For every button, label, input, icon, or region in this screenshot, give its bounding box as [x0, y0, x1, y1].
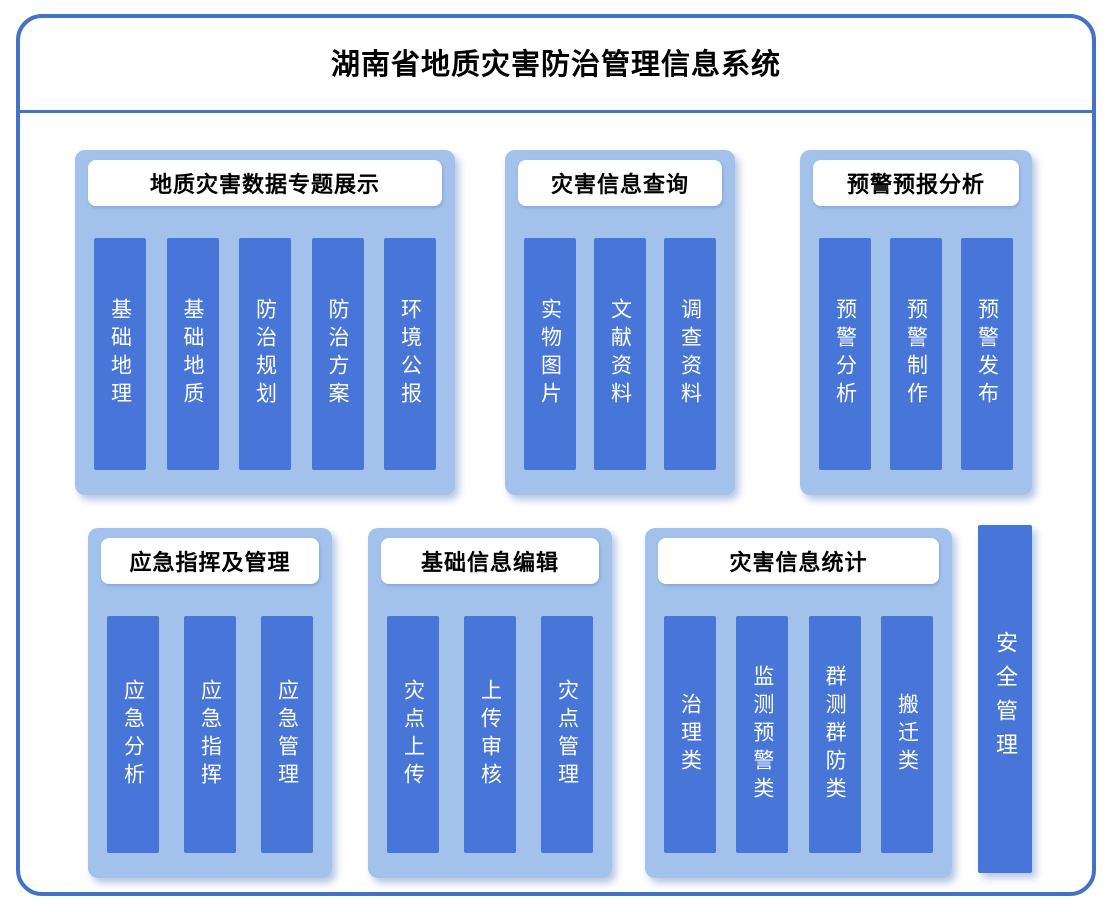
- group-data-thematic-display: 地质灾害数据专题展示 基础地理 基础地质 防治规划 防治方案 环境公报: [75, 150, 455, 495]
- module-item-label: 防治规划: [253, 298, 277, 410]
- module-item-label: 预警制作: [904, 298, 928, 410]
- group-bars: 实物图片 文献资料 调查资料: [524, 238, 716, 470]
- group-emergency-command-management: 应急指挥及管理 应急分析 应急指挥 应急管理: [88, 528, 332, 878]
- module-item: 环境公报: [384, 238, 436, 470]
- module-item: 治理类: [664, 616, 716, 853]
- module-item: 灾点上传: [387, 616, 439, 853]
- module-item-label: 调查资料: [678, 298, 702, 410]
- system-frame: [16, 14, 1096, 896]
- module-item: 监测预警类: [736, 616, 789, 853]
- module-item-label: 实物图片: [538, 298, 562, 410]
- module-item-label: 应急分析: [121, 678, 145, 791]
- group-title: 基础信息编辑: [381, 538, 599, 584]
- group-disaster-info-query: 灾害信息查询 实物图片 文献资料 调查资料: [505, 150, 735, 495]
- module-security-management: 安全管理: [978, 525, 1032, 873]
- group-title: 灾害信息统计: [658, 538, 939, 584]
- module-item: 群测群防类: [808, 616, 861, 853]
- module-item-label: 预警分析: [833, 298, 857, 410]
- diagram-header: 湖南省地质灾害防治管理信息系统: [16, 14, 1096, 113]
- module-item-label: 文献资料: [608, 298, 632, 410]
- module-item: 实物图片: [524, 238, 576, 470]
- group-bars: 预警分析 预警制作 预警发布: [819, 238, 1013, 470]
- module-item: 搬迁类: [880, 616, 933, 853]
- module-item: 预警制作: [890, 238, 942, 470]
- group-bars: 治理类 监测预警类 群测群防类 搬迁类: [664, 616, 933, 853]
- module-item-label: 搬迁类: [895, 692, 919, 777]
- group-title: 地质灾害数据专题展示: [88, 160, 442, 206]
- module-item-label: 上传审核: [478, 678, 502, 791]
- module-item-label: 治理类: [678, 692, 702, 777]
- module-item: 防治方案: [311, 238, 364, 470]
- module-item: 调查资料: [664, 238, 716, 470]
- module-item: 预警发布: [961, 238, 1013, 470]
- module-item: 上传审核: [464, 616, 516, 853]
- module-item-label: 灾点管理: [555, 678, 579, 791]
- module-item-label: 群测群防类: [823, 664, 847, 805]
- module-item: 预警分析: [819, 238, 871, 470]
- module-item: 应急管理: [261, 616, 313, 853]
- module-item-label: 灾点上传: [401, 678, 425, 791]
- module-item: 灾点管理: [541, 616, 593, 853]
- module-item: 应急分析: [107, 616, 159, 853]
- group-bars: 基础地理 基础地质 防治规划 防治方案 环境公报: [94, 238, 436, 470]
- module-item-label: 应急管理: [275, 678, 299, 791]
- module-item-label: 应急指挥: [198, 678, 222, 791]
- module-item: 基础地质: [166, 238, 219, 470]
- module-item-label: 监测预警类: [750, 664, 774, 805]
- group-bars: 应急分析 应急指挥 应急管理: [107, 616, 313, 853]
- system-title: 湖南省地质灾害防治管理信息系统: [330, 49, 781, 81]
- module-item: 文献资料: [594, 238, 646, 470]
- group-title: 灾害信息查询: [518, 160, 722, 206]
- group-warning-forecast-analysis: 预警预报分析 预警分析 预警制作 预警发布: [800, 150, 1032, 495]
- group-basic-info-editing: 基础信息编辑 灾点上传 上传审核 灾点管理: [368, 528, 612, 878]
- module-item: 防治规划: [239, 238, 291, 470]
- module-item-label: 基础地质: [181, 298, 204, 410]
- module-item: 基础地理: [94, 238, 146, 470]
- module-item-label: 基础地理: [108, 298, 132, 410]
- group-disaster-info-statistics: 灾害信息统计 治理类 监测预警类 群测群防类 搬迁类: [645, 528, 952, 878]
- module-item-label: 防治方案: [326, 298, 349, 410]
- module-item-label: 环境公报: [398, 298, 422, 410]
- group-bars: 灾点上传 上传审核 灾点管理: [387, 616, 593, 853]
- module-item-label: 安全管理: [993, 631, 1018, 767]
- group-title: 应急指挥及管理: [101, 538, 319, 584]
- module-item-label: 预警发布: [975, 298, 999, 410]
- module-item: 应急指挥: [184, 616, 236, 853]
- group-title: 预警预报分析: [813, 160, 1019, 206]
